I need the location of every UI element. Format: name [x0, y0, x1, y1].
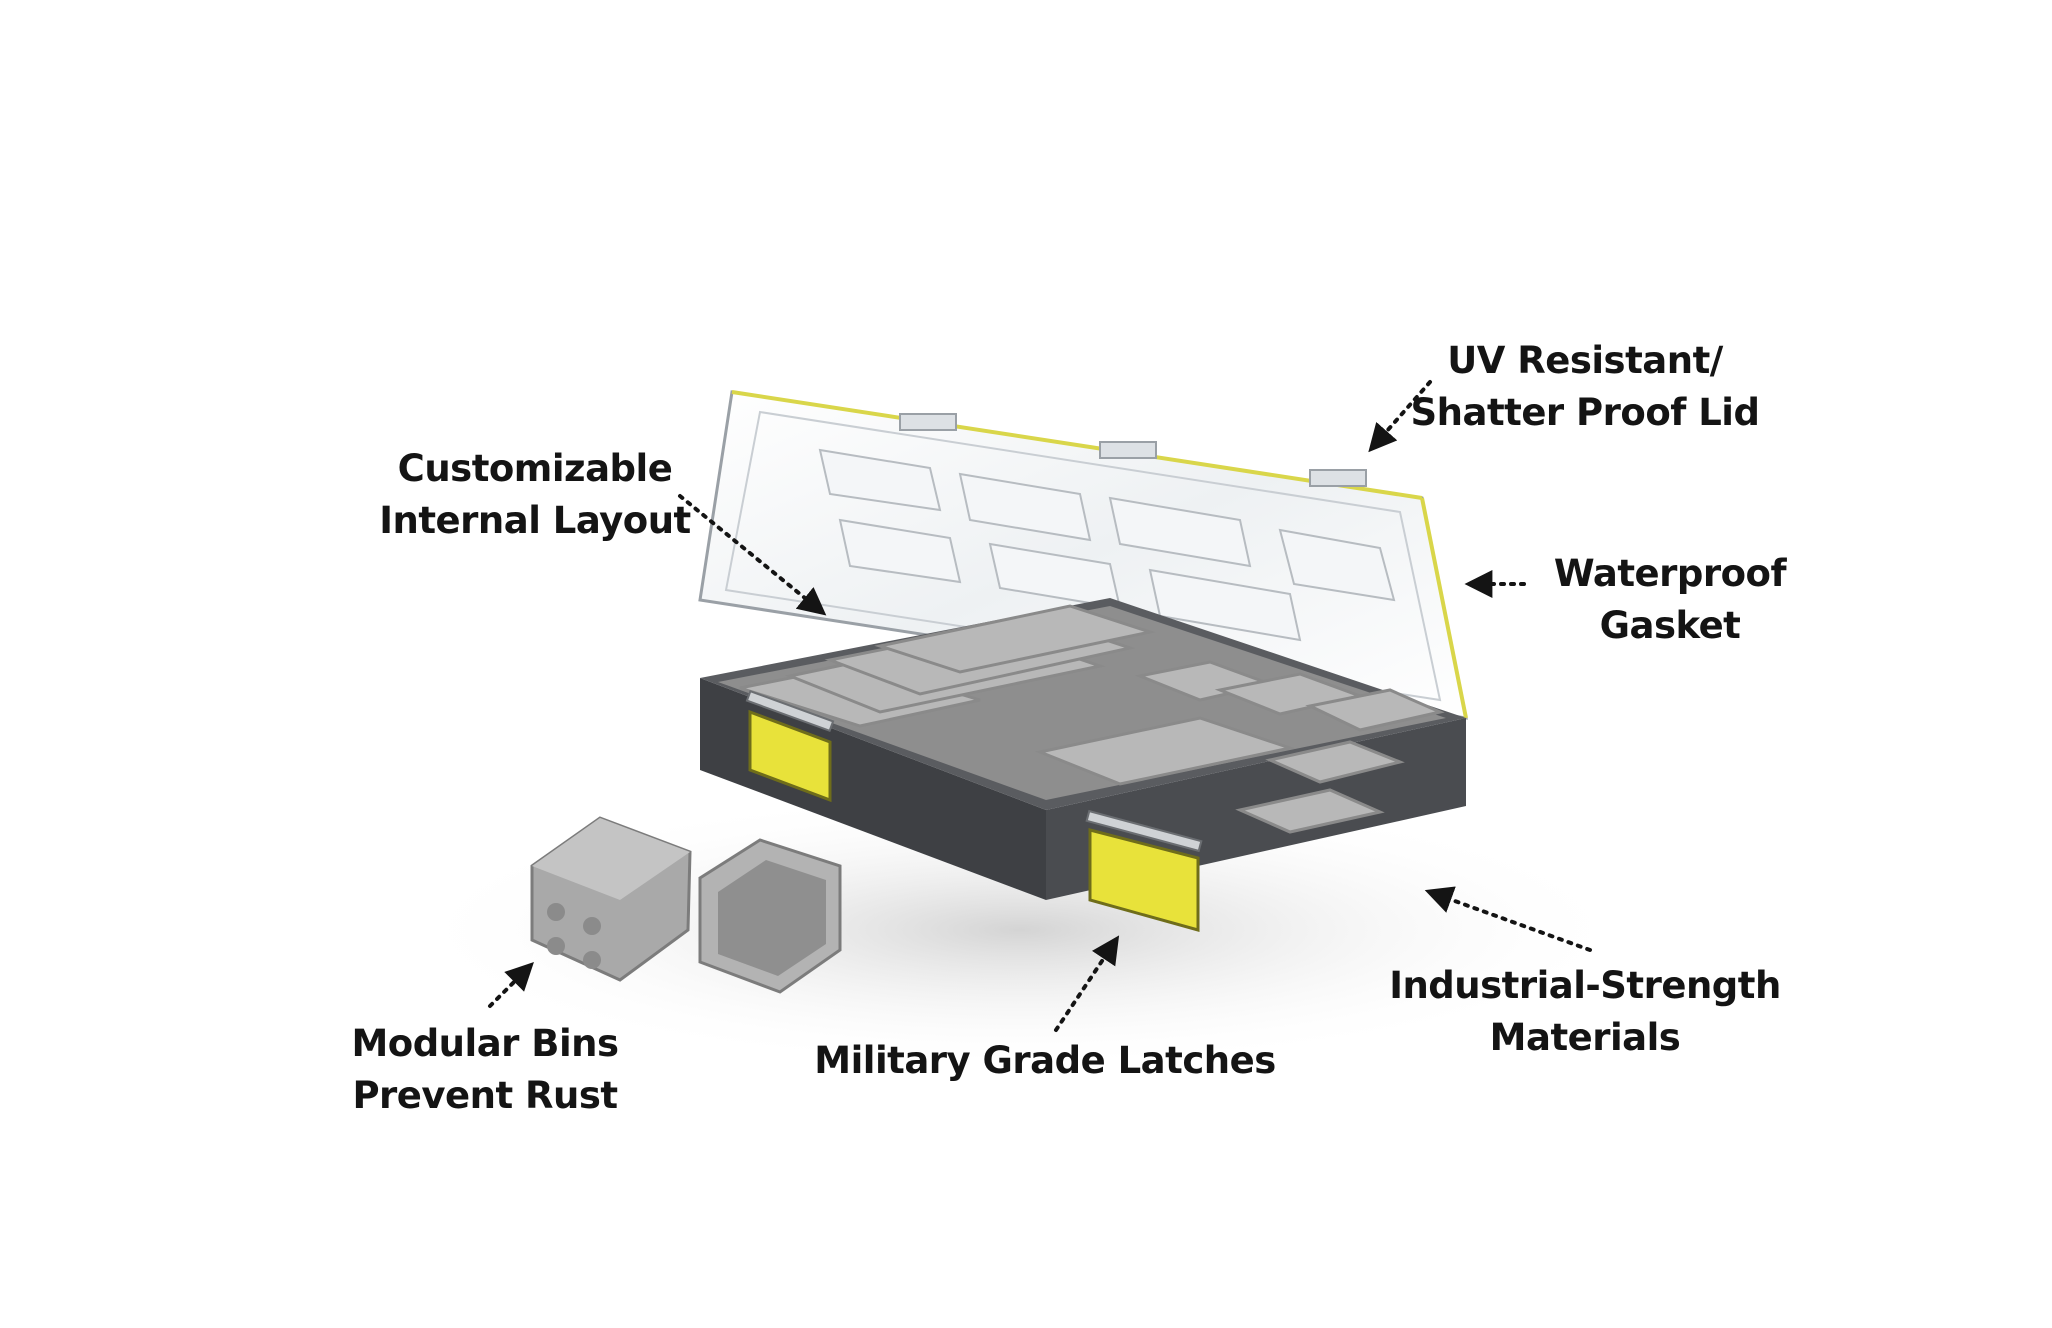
- leader-materials: [1424, 886, 1592, 952]
- callout-latches: Military Grade Latches: [810, 1035, 1280, 1087]
- callout-internal-layout-line2: Internal Layout: [379, 499, 691, 542]
- leader-uv-lid: [1368, 380, 1432, 453]
- callout-uv-lid-line1: UV Resistant/: [1447, 339, 1723, 382]
- callout-bins-line2: Prevent Rust: [352, 1074, 618, 1117]
- leader-lines: [488, 380, 1592, 1032]
- callout-internal-layout-line1: Customizable: [397, 447, 673, 490]
- callout-materials: Industrial-Strength Materials: [1365, 960, 1805, 1064]
- callout-internal-layout: Customizable Internal Layout: [345, 443, 725, 547]
- leader-latches: [1054, 935, 1120, 1032]
- internal-bins: [739, 604, 1445, 834]
- callout-gasket-line2: Gasket: [1599, 604, 1741, 647]
- floor-shadow: [400, 790, 1640, 1070]
- callout-gasket-line1: Waterproof: [1553, 552, 1787, 595]
- callout-bins-line1: Modular Bins: [351, 1022, 619, 1065]
- leader-internal-layout: [678, 494, 827, 616]
- leader-bins: [488, 962, 534, 1008]
- latch-left: [745, 689, 835, 803]
- latch-right: [1085, 809, 1203, 932]
- callout-bins: Modular Bins Prevent Rust: [335, 1018, 635, 1122]
- callout-materials-line2: Materials: [1489, 1016, 1681, 1059]
- loose-bin-1: [530, 816, 692, 982]
- callout-uv-lid: UV Resistant/ Shatter Proof Lid: [1395, 335, 1775, 439]
- callout-materials-line1: Industrial-Strength: [1389, 964, 1781, 1007]
- callout-uv-lid-line2: Shatter Proof Lid: [1410, 391, 1760, 434]
- callout-latches-line1: Military Grade Latches: [814, 1039, 1276, 1082]
- loose-bin-2: [698, 838, 842, 994]
- clear-lid: [698, 390, 1468, 720]
- callout-gasket: Waterproof Gasket: [1520, 548, 1820, 652]
